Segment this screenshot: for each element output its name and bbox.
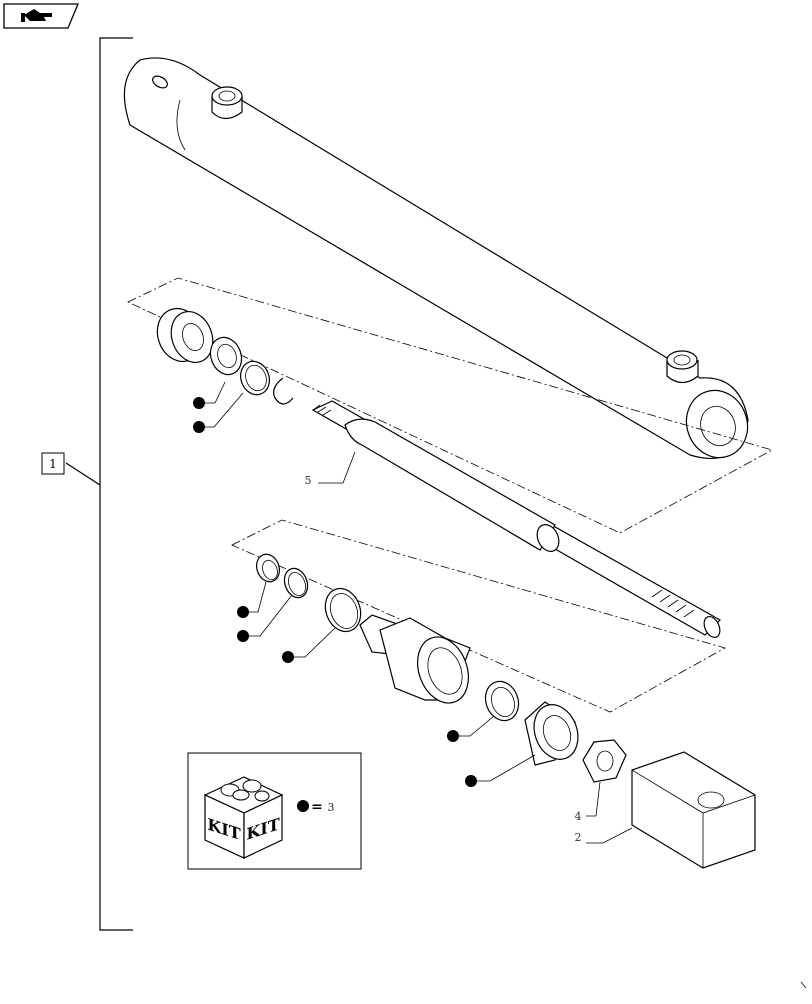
upper-ring-1[interactable] xyxy=(205,333,246,379)
lower-group-outline xyxy=(231,519,727,713)
rod-callout: 5 xyxy=(305,451,356,487)
block-callout: 2 xyxy=(575,827,633,844)
upper-kit-dots xyxy=(193,381,244,433)
rod-label: 5 xyxy=(305,474,312,487)
assembly-item-label: 1 xyxy=(49,457,57,471)
piston-rod[interactable] xyxy=(311,400,723,640)
lower-ring-3[interactable] xyxy=(480,677,524,726)
nav-back-button[interactable] xyxy=(3,3,79,29)
end-block[interactable] xyxy=(631,751,756,869)
kit-box-icon: KIT KIT xyxy=(203,776,284,859)
kit-dot-marker xyxy=(297,800,309,812)
hand-pointing-right-icon xyxy=(21,9,52,22)
upper-group-outline xyxy=(127,277,774,534)
lower-snap-ring[interactable] xyxy=(253,551,283,585)
nut-callout: 4 xyxy=(575,781,601,823)
block-label: 2 xyxy=(575,831,582,844)
upper-ring-2[interactable] xyxy=(236,357,274,399)
corner-tick xyxy=(800,981,807,989)
nut-label: 4 xyxy=(575,810,582,823)
gland-bushing[interactable] xyxy=(524,699,585,766)
kit-ref-number: 3 xyxy=(328,801,335,814)
lower-ring-2[interactable] xyxy=(320,584,367,637)
assembly-bracket xyxy=(65,37,133,931)
hex-nut[interactable] xyxy=(582,739,627,783)
kit-equals: = xyxy=(311,799,323,815)
upper-snap-ring[interactable] xyxy=(273,377,294,405)
upper-piston-seal[interactable] xyxy=(150,302,220,368)
lower-kit-dots xyxy=(237,581,536,787)
kit-legend: KIT KIT = 3 xyxy=(187,752,362,870)
piston-head[interactable] xyxy=(359,614,477,710)
lower-ring-1[interactable] xyxy=(281,565,312,601)
assembly-item-box[interactable]: 1 xyxy=(41,452,65,475)
cylinder-barrel[interactable] xyxy=(123,57,756,466)
